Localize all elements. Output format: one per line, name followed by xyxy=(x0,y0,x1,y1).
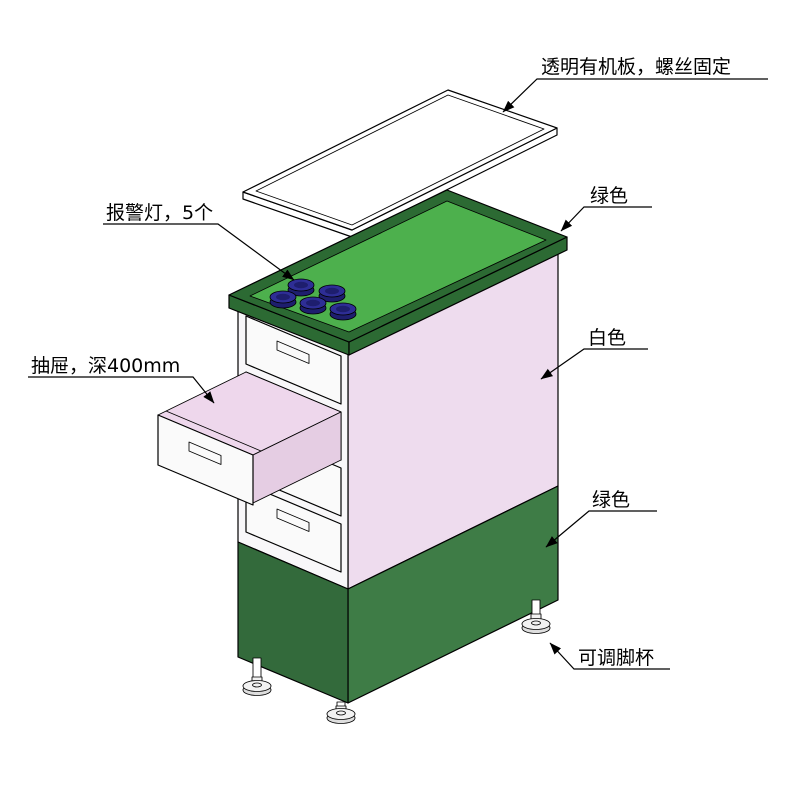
alarm-light-5 xyxy=(329,302,357,321)
feet xyxy=(242,599,551,724)
alarm-light-4 xyxy=(299,296,327,315)
foot-hub xyxy=(531,620,541,626)
alarm-light-1 xyxy=(287,278,315,297)
cabinet-front-base-green xyxy=(237,541,349,704)
label-feet: 可调脚杯 xyxy=(578,647,654,669)
annotation-alarm: 报警灯，5个 xyxy=(103,202,295,281)
drawer-handle-4 xyxy=(276,508,310,532)
foot-hub xyxy=(336,710,346,716)
alarm-light-ring xyxy=(325,287,339,295)
annotations: 透明有机板，螺丝固定 绿色 报警灯，5个 白色 抽屉，深400mm 绿色 可调脚… xyxy=(28,56,768,670)
leader-side-white xyxy=(540,348,648,380)
leader-feet xyxy=(549,642,670,670)
annotation-drawer: 抽屉，深400mm xyxy=(28,355,215,404)
alarm-light-ring xyxy=(336,305,350,313)
annotation-top-panel: 透明有机板，螺丝固定 xyxy=(502,56,768,113)
alarm-light-ring xyxy=(276,293,290,301)
alarm-lights xyxy=(269,278,357,321)
annotation-side-white: 白色 xyxy=(540,327,648,380)
label-bottom-green: 绿色 xyxy=(592,489,630,511)
label-side-white: 白色 xyxy=(588,327,626,349)
leader-drawer xyxy=(28,376,215,404)
leader-alarm xyxy=(103,223,295,281)
foot-disc-top xyxy=(242,680,272,692)
label-alarm: 报警灯，5个 xyxy=(106,202,213,224)
acrylic-panel-inner-frame xyxy=(255,94,545,226)
open-drawer-inner-wall-edge xyxy=(165,410,262,452)
alarm-light-2 xyxy=(318,284,346,303)
annotation-bottom-green: 绿色 xyxy=(545,489,657,548)
cabinet xyxy=(157,189,568,724)
foot-hub xyxy=(252,682,262,688)
drawer-front-4 xyxy=(245,483,342,573)
foot-front-left xyxy=(242,657,272,696)
alarm-light-ring xyxy=(306,299,320,307)
foot-leg xyxy=(252,657,262,679)
foot-back-right xyxy=(521,599,551,634)
drawer-front-1 xyxy=(245,315,342,405)
label-drawer: 抽屉，深400mm xyxy=(31,355,180,377)
open-drawer-handle xyxy=(188,441,222,465)
alarm-light-3 xyxy=(269,290,297,309)
label-top-green: 绿色 xyxy=(590,185,628,207)
leader-top-green xyxy=(560,206,652,232)
annotation-feet: 可调脚杯 xyxy=(549,642,670,670)
leader-bottom-green xyxy=(545,510,657,548)
acrylic-panel-top xyxy=(242,89,558,231)
alarm-light-ring xyxy=(294,281,308,289)
drawer-handle-1 xyxy=(276,340,310,364)
foot-front-right xyxy=(326,701,356,724)
acrylic-panel xyxy=(242,89,558,238)
leader-top-panel xyxy=(502,78,768,113)
foot-disc-top xyxy=(326,708,356,720)
label-top-panel: 透明有机板，螺丝固定 xyxy=(541,56,731,78)
foot-disc-top xyxy=(521,618,551,630)
annotation-top-green: 绿色 xyxy=(560,185,652,232)
open-drawer-front xyxy=(157,414,254,506)
